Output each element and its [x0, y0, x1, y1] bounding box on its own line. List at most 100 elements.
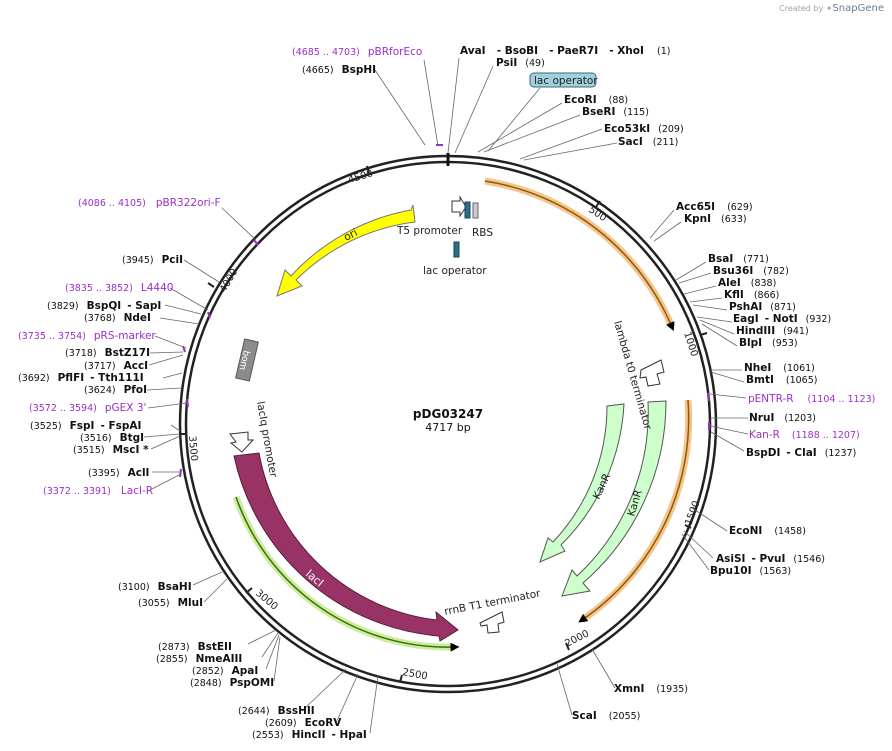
enzyme-bsu36i[interactable]: Bsu36I	[713, 265, 753, 277]
orange-feature-top	[484, 177, 676, 329]
enzyme-hindiii[interactable]: HindIII	[736, 325, 775, 337]
enzyme-kpni-pos: (633)	[721, 214, 747, 225]
enzyme-ecori[interactable]: EcoRI	[564, 94, 597, 106]
enzyme-alei[interactable]: AleI	[718, 277, 741, 289]
enzyme-label-msci: (3515)MscI *	[73, 444, 149, 456]
enzyme-psii-pos: (49)	[525, 58, 545, 69]
enzyme-eagi[interactable]: EagI	[733, 313, 759, 325]
enzyme-msci[interactable]: MscI *	[113, 444, 149, 456]
enzyme-acli[interactable]: AclI	[128, 467, 150, 479]
primer-pgex3[interactable]: pGEX 3'	[105, 402, 147, 414]
enzyme-mlui[interactable]: MluI	[178, 597, 203, 609]
snapgene-logo-icon: ✦	[825, 4, 833, 13]
tick-3500: 3500	[186, 435, 199, 461]
lac-operator-box	[529, 72, 597, 88]
primer-l4440[interactable]: L4440	[141, 282, 174, 294]
enzyme-fspai[interactable]: - FspAI	[100, 420, 141, 432]
enzyme-bsobi[interactable]: - BsoBI	[497, 45, 538, 57]
enzyme-label-bspdi: BspDI- ClaI(1237)	[746, 447, 856, 459]
enzyme-bpu10i[interactable]: Bpu10I	[710, 565, 752, 577]
enzyme-bspqi[interactable]: BspQI	[87, 300, 122, 312]
enzyme-apai[interactable]: ApaI	[232, 665, 259, 677]
enzyme-pshai[interactable]: PshAI	[729, 301, 762, 313]
enzyme-acci[interactable]: AccI	[124, 360, 148, 372]
enzyme-saci[interactable]: SacI	[618, 136, 643, 148]
primer-label-pbr322ori-f: (4086 .. 4105) pBR322ori-F	[78, 197, 221, 209]
primer-pbr322ori-f[interactable]: pBR322ori-F	[156, 197, 221, 209]
enzyme-label-bsu36i: Bsu36I(782)	[713, 265, 789, 277]
lac-operator-box-label: lac operator	[534, 75, 598, 87]
enzyme-kpni[interactable]: KpnI	[684, 213, 711, 225]
primer-prs-marker[interactable]: pRS-marker	[94, 330, 157, 342]
enzyme-tth111i[interactable]: - Tth111I	[90, 372, 144, 384]
enzyme-pspomi[interactable]: PspOMI	[230, 677, 275, 689]
enzyme-ecorv-pos: (2609)	[265, 718, 297, 729]
enzyme-hpai[interactable]: - HpaI	[332, 729, 367, 741]
enzyme-pvui[interactable]: - PvuI	[751, 553, 785, 565]
enzyme-nmeaiii[interactable]: NmeAIII	[196, 653, 243, 665]
credit-prefix: Created by	[779, 4, 824, 13]
enzyme-psii[interactable]: PsiI	[496, 57, 517, 69]
enzyme-label-bsshii: (2644) BssHII	[238, 705, 315, 717]
bom-feature	[235, 338, 259, 382]
plasmid-name: pDG03247	[413, 407, 483, 421]
enzyme-eco53ki[interactable]: Eco53kI	[604, 123, 650, 135]
enzyme-aval[interactable]: AvaI	[460, 45, 486, 57]
enzyme-bstz17i-pos: (3718)	[65, 348, 97, 359]
primer-kan-r[interactable]: Kan-R	[749, 429, 780, 441]
enzyme-asisi[interactable]: AsiSI	[716, 553, 745, 565]
enzyme-acci-pos: (3717)	[84, 361, 116, 372]
enzyme-pcii[interactable]: PciI	[162, 254, 183, 266]
enzyme-bsai[interactable]: BsaI	[708, 253, 733, 265]
enzyme-acc65i-pos: (629)	[727, 202, 753, 213]
enzyme-pflfi[interactable]: PflFI	[58, 372, 85, 384]
primer-pbrforeco[interactable]: pBRforEco	[368, 46, 422, 58]
primer-laci-r[interactable]: LacI-R	[121, 485, 153, 497]
enzyme-bstz17i[interactable]: BstZ17I	[105, 347, 150, 359]
enzyme-pflfi-pos: (3692)	[18, 373, 50, 384]
enzyme-label-eco53ki: Eco53kI(209)	[604, 123, 684, 135]
enzyme-acc65i[interactable]: Acc65I	[676, 201, 715, 213]
enzyme-aval-pos: (1)	[657, 46, 670, 57]
enzyme-kfli[interactable]: KflI	[724, 289, 744, 301]
enzyme-btgi-pos: (3516)	[80, 433, 112, 444]
rbs-mark	[472, 202, 479, 219]
enzyme-nhei[interactable]: NheI	[744, 362, 771, 374]
enzyme-pfoi[interactable]: PfoI	[124, 384, 147, 396]
enzyme-bsphi[interactable]: BspHI	[342, 64, 376, 76]
enzyme-btgi[interactable]: BtgI	[120, 432, 144, 444]
enzyme-bspdi[interactable]: BspDI	[746, 447, 780, 459]
enzyme-clai[interactable]: - ClaI	[786, 447, 816, 459]
enzyme-bsteii[interactable]: BstEII	[198, 641, 232, 653]
enzyme-noti[interactable]: - NotI	[765, 313, 798, 325]
enzyme-xhoi[interactable]: - XhoI	[609, 45, 644, 57]
enzyme-fspi-pos: (3525)	[30, 421, 62, 432]
enzyme-bmti[interactable]: BmtI	[746, 374, 774, 386]
enzyme-scai[interactable]: ScaI	[572, 710, 597, 722]
enzyme-paer7i[interactable]: - PaeR7I	[549, 45, 598, 57]
enzyme-bsshii-pos: (2644)	[238, 706, 270, 717]
enzyme-saci-pos: (211)	[653, 137, 679, 148]
snapgene-credit: Created by ✦SnapGene	[779, 3, 884, 14]
enzyme-ecorv[interactable]: EcoRV	[305, 717, 343, 729]
enzyme-blpi[interactable]: BlpI	[739, 337, 762, 349]
enzyme-fspi[interactable]: FspI	[70, 420, 95, 432]
enzyme-bsahi[interactable]: BsaHI	[158, 581, 192, 593]
primer-l4440-range: (3835 .. 3852)	[65, 283, 133, 294]
primer-label-pbrforeco: (4685 .. 4703)pBRforEco	[292, 46, 422, 58]
enzyme-label-bseri: BseRI(115)	[582, 106, 649, 118]
enzyme-bsshii[interactable]: BssHII	[278, 705, 315, 717]
primer-pbr322ori-f-range: (4086 .. 4105)	[78, 198, 146, 209]
enzyme-xmni[interactable]: XmnI	[614, 683, 644, 695]
orange-feature-top-arrow	[484, 180, 675, 332]
enzyme-label-kfli: KflI(866)	[724, 289, 779, 301]
enzyme-econi[interactable]: EcoNI	[729, 525, 762, 537]
primer-pentr-r[interactable]: pENTR-R	[748, 393, 794, 405]
enzyme-pshai-pos: (871)	[770, 302, 796, 313]
enzyme-hincii[interactable]: HincII	[292, 729, 326, 741]
enzyme-sapi[interactable]: - SapI	[127, 300, 161, 312]
enzyme-nrui[interactable]: NruI	[749, 412, 774, 424]
enzyme-bseri[interactable]: BseRI	[582, 106, 615, 118]
enzyme-ndei[interactable]: NdeI	[124, 312, 151, 324]
